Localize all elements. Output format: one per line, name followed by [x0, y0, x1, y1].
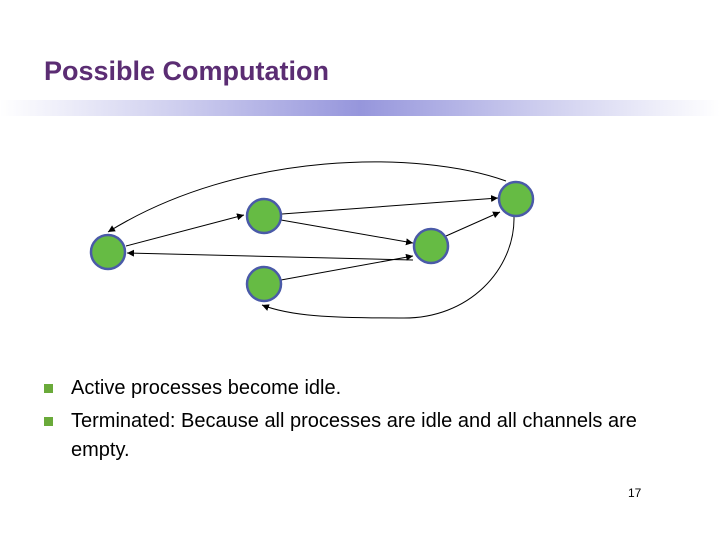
square-bullet-icon	[44, 384, 53, 393]
process-node-right-middle	[412, 227, 450, 265]
edge-far-right-to-bottom-middle	[261, 216, 515, 319]
edges	[107, 161, 515, 319]
process-node-far-right	[497, 180, 535, 218]
edge-far-right-to-left	[107, 161, 507, 233]
process-node-left	[89, 233, 127, 271]
process-node-top-middle	[245, 197, 283, 235]
edge-right-middle-to-left	[126, 249, 414, 261]
bullet-text: Terminated: Because all processes are id…	[71, 410, 637, 461]
title-divider	[0, 100, 720, 116]
bullet-list: Active processes become idle. Terminated…	[44, 374, 644, 469]
slide-title: Possible Computation	[44, 56, 330, 86]
edge-bottom-middle-to-right-middle	[280, 253, 414, 281]
edge-left-to-top-middle	[125, 213, 245, 247]
process-graph	[89, 161, 535, 319]
bullet-item: Active processes become idle.	[44, 374, 644, 403]
edge-right-middle-to-far-right	[445, 211, 501, 237]
edge-top-middle-to-far-right	[281, 195, 499, 215]
bullet-item: Terminated: Because all processes are id…	[44, 407, 644, 465]
nodes	[89, 180, 535, 303]
page-number: 17	[628, 486, 642, 500]
edge-top-middle-to-right-middle	[280, 219, 414, 246]
square-bullet-icon	[44, 417, 53, 426]
process-node-bottom-middle	[245, 265, 283, 303]
bullet-text: Active processes become idle.	[71, 377, 342, 399]
